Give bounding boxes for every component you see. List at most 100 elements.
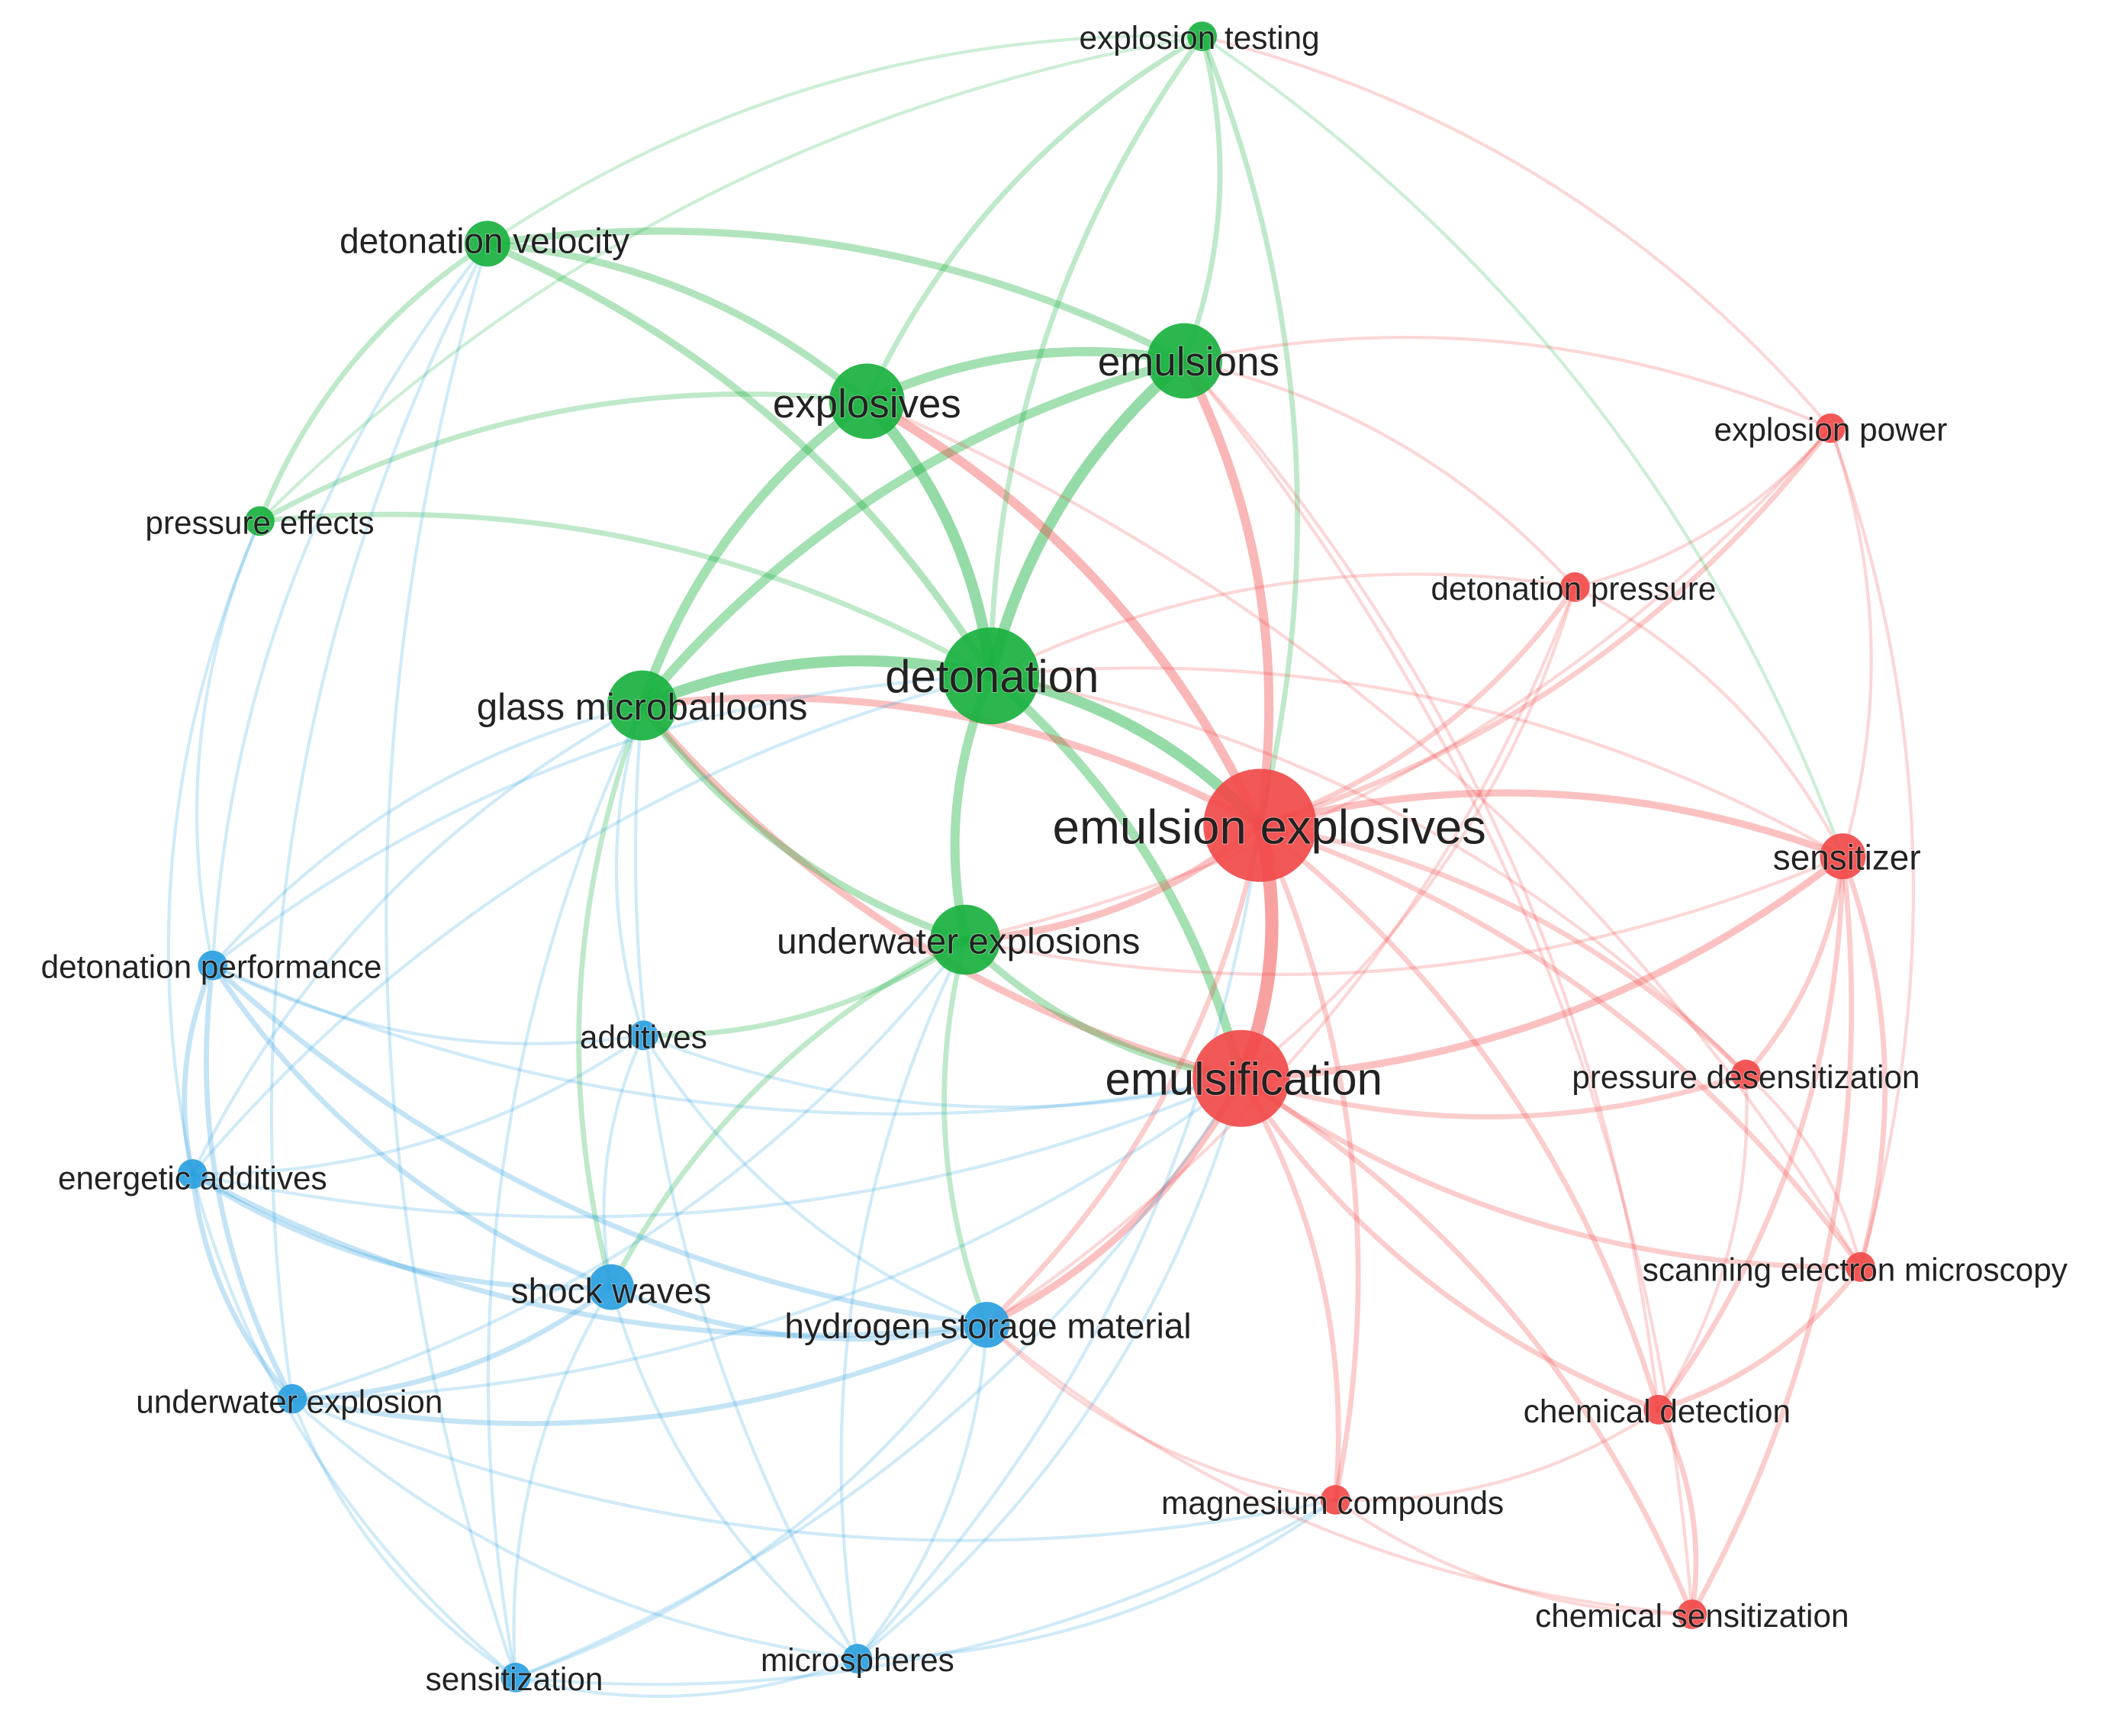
edge-explosion_power-scanning_electron_microscopy (1829, 427, 1916, 1269)
node-label-explosives: explosives (773, 382, 961, 427)
edge-shock_waves-hydrogen_storage_material (608, 1284, 990, 1342)
edge-shock_waves-underwater_explosion (289, 1284, 614, 1402)
edge-detonation-emulsions (985, 355, 1190, 681)
edge-sensitizer-chemical_sensitization (1689, 853, 1855, 1617)
edge-detonation_pressure-detonation (989, 572, 1577, 678)
node-detonation-pressure[interactable] (1559, 572, 1590, 602)
node-chemical-detection[interactable] (1643, 1394, 1674, 1425)
node-sensitizer[interactable] (1820, 833, 1866, 880)
edge-hydrogen_storage_material-microspheres (855, 1323, 989, 1660)
edge-detonation_velocity-detonation (484, 240, 995, 680)
node-label-magnesium-compounds: magnesium compounds (1161, 1485, 1504, 1521)
edge-explosives-emulsions (862, 346, 1189, 406)
edge-glass_microballoons-underwater_explosions (638, 701, 969, 944)
node-underwater-explosions[interactable] (930, 904, 1000, 975)
edge-microspheres-emulsification (855, 1077, 1243, 1660)
edge-emulsion_explosives-chemical_detection (1257, 823, 1662, 1412)
edge-pressure_effects-explosives (257, 391, 870, 524)
node-pressure-desensitization[interactable] (1731, 1059, 1761, 1090)
edge-explosion_testing-sensitizer (1200, 34, 1845, 858)
edge-emulsification-chemical_sensitization (1238, 1075, 1695, 1617)
edge-detonation-glass_microballoons (636, 655, 996, 711)
edge-detonation_performance-detonation_velocity (211, 242, 489, 968)
node-additives[interactable] (629, 1020, 658, 1051)
node-pressure-effects[interactable] (245, 506, 275, 536)
node-detonation-velocity[interactable] (464, 221, 510, 267)
edge-underwater_explosion-sensitization (290, 1397, 517, 1680)
node-magnesium-compounds[interactable] (1320, 1485, 1350, 1515)
edge-emulsion_explosives-sensitizer (1256, 789, 1847, 860)
node-label-microspheres: microspheres (761, 1642, 954, 1678)
edge-emulsion_explosives-emulsions (1180, 356, 1274, 830)
edge-emulsion_explosives-magnesium_compounds (1257, 823, 1361, 1502)
edge-explosion_testing-detonation (988, 34, 1205, 679)
node-hydrogen-storage-material[interactable] (964, 1302, 1010, 1348)
node-label-chemical-detection: chemical detection (1524, 1393, 1791, 1429)
node-glass-microballoons[interactable] (607, 670, 677, 741)
edge-sensitizer-detonation (989, 666, 1845, 858)
node-explosives[interactable] (829, 363, 905, 440)
edge-detonation_pressure-emulsions (1183, 359, 1577, 589)
edge-underwater_explosion-microspheres (290, 1397, 859, 1660)
node-emulsion-explosives[interactable] (1203, 768, 1317, 882)
node-explosion-testing[interactable] (1187, 21, 1217, 52)
edge-energetic_additives-sensitization (191, 1172, 517, 1680)
node-underwater-explosion[interactable] (277, 1383, 307, 1414)
node-shock-waves[interactable] (588, 1264, 634, 1310)
node-label-detonation-velocity: detonation velocity (340, 221, 629, 261)
edge-emulsification-scanning_electron_microscopy (1238, 1075, 1863, 1270)
node-label-pressure-desensitization: pressure desensitization (1572, 1059, 1920, 1095)
node-emulsification[interactable] (1192, 1029, 1290, 1127)
edge-detonation_velocity-explosives (484, 240, 871, 405)
edge-detonation_pressure-explosion_power (1573, 427, 1833, 589)
node-explosion-power[interactable] (1816, 413, 1846, 443)
edge-additives-emulsification (642, 1033, 1243, 1109)
edge-explosion_testing-detonation_velocity (485, 34, 1204, 246)
edge-hydrogen_storage_material-detonation_performance (210, 962, 990, 1328)
node-microspheres[interactable] (842, 1644, 873, 1674)
edge-pressure_desensitization-detonation (989, 674, 1748, 1077)
node-energetic-additives[interactable] (177, 1159, 208, 1189)
node-label-detonation: detonation (885, 651, 1099, 702)
edge-scanning_electron_microscopy-explosives (865, 399, 1862, 1269)
node-sensitization[interactable] (500, 1663, 531, 1693)
node-label-sensitizer: sensitizer (1773, 838, 1921, 878)
edge-energetic_additives-underwater_explosion (189, 1171, 295, 1402)
edge-emulsion_explosives-explosives (862, 396, 1265, 830)
edge-shock_waves-energetic_additives (189, 1171, 614, 1291)
node-label-shock-waves: shock waves (511, 1271, 712, 1311)
edge-sensitization-microspheres (513, 1657, 859, 1699)
edge-detonation_pressure-hydrogen_storage_material (985, 585, 1577, 1327)
nodes-layer (177, 21, 1875, 1693)
node-label-hydrogen-storage-material: hydrogen storage material (784, 1306, 1191, 1346)
edge-explosion_power-emulsions (1183, 335, 1833, 430)
edge-pressure_desensitization-scanning_electron_microscopy (1744, 1072, 1862, 1269)
edge-explosion_testing-explosives (864, 34, 1205, 404)
edge-emulsification-pressure_desensitization (1238, 1071, 1749, 1120)
edge-explosion_testing-pressure_effects (258, 34, 1204, 523)
node-label-detonation-performance: detonation performance (41, 949, 382, 984)
edge-explosives-glass_microballoons (637, 396, 872, 710)
edge-hydrogen_storage_material-underwater_explosion (289, 1322, 990, 1426)
edge-sensitizer-pressure_desensitization (1743, 853, 1846, 1077)
node-detonation-performance[interactable] (198, 950, 228, 981)
node-label-scanning-electron-microscopy: scanning electron microscopy (1643, 1251, 2068, 1287)
edges-layer (166, 34, 1916, 1699)
node-chemical-sensitization[interactable] (1677, 1599, 1707, 1629)
edge-sensitization-magnesium_compounds (513, 1498, 1337, 1686)
edge-sensitizer-detonation_pressure (1573, 585, 1845, 858)
node-scanning-electron-microscopy[interactable] (1846, 1251, 1875, 1282)
edge-emulsification-hydrogen_storage_material (983, 1074, 1245, 1329)
node-emulsions[interactable] (1147, 323, 1222, 399)
edge-detonation_performance-glass_microballoons (211, 704, 644, 968)
edge-hydrogen_storage_material-energetic_additives (189, 1171, 990, 1338)
edge-underwater_explosion-emulsification (290, 1077, 1243, 1401)
node-label-emulsification: emulsification (1105, 1053, 1383, 1104)
edge-emulsification-glass_microballoons (638, 701, 1245, 1082)
edge-shock_waves-additives (602, 1033, 645, 1289)
node-detonation[interactable] (942, 627, 1040, 725)
edge-pressure_effects-detonation_velocity (257, 241, 491, 524)
edge-shock_waves-detonation_performance (210, 962, 614, 1290)
edge-underwater_explosions-hydrogen_storage_material (941, 937, 990, 1328)
